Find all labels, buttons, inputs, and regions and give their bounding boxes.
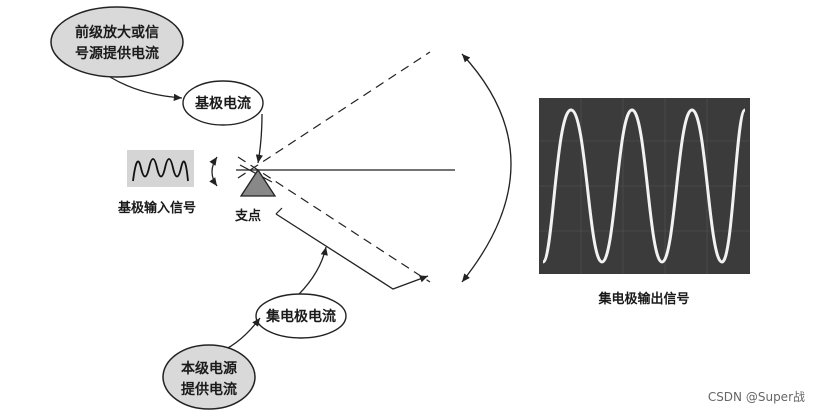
preamp-source-bubble: 前级放大或信 号源提供电流 <box>51 7 183 77</box>
lever-up-dashed <box>238 52 430 178</box>
input-swing-arrow <box>212 157 217 186</box>
lever <box>236 52 455 282</box>
pivot-label: 支点 <box>234 208 261 224</box>
local-supply-bubble: 本级电源 提供电流 <box>163 345 255 409</box>
collector-output-label: 集电极输出信号 <box>597 291 689 307</box>
output-swing-arrow <box>462 54 511 282</box>
local-supply-line1: 本级电源 <box>181 360 237 377</box>
local-supply-line2: 提供电流 <box>181 381 237 398</box>
collector-current-path <box>276 214 428 289</box>
preamp-to-base-arrow <box>110 77 182 98</box>
base-input-signal <box>127 150 194 187</box>
collector-output-scope <box>539 98 750 274</box>
pivot <box>241 170 275 196</box>
lever-down-dashed <box>238 157 430 282</box>
collector-current-bubble: 集电极电流 <box>256 294 346 338</box>
base-current-arrow <box>258 114 262 163</box>
collector-current-arrow <box>293 247 326 300</box>
watermark: CSDN @Super战 <box>708 390 805 404</box>
collector-current-label: 集电极电流 <box>265 308 336 325</box>
base-current-bubble: 基极电流 <box>183 81 263 125</box>
preamp-source-line2: 号源提供电流 <box>75 45 159 62</box>
preamp-source-line1: 前级放大或信 <box>75 24 159 41</box>
base-input-label: 基极输入信号 <box>117 200 196 216</box>
base-current-label: 基极电流 <box>195 95 251 112</box>
